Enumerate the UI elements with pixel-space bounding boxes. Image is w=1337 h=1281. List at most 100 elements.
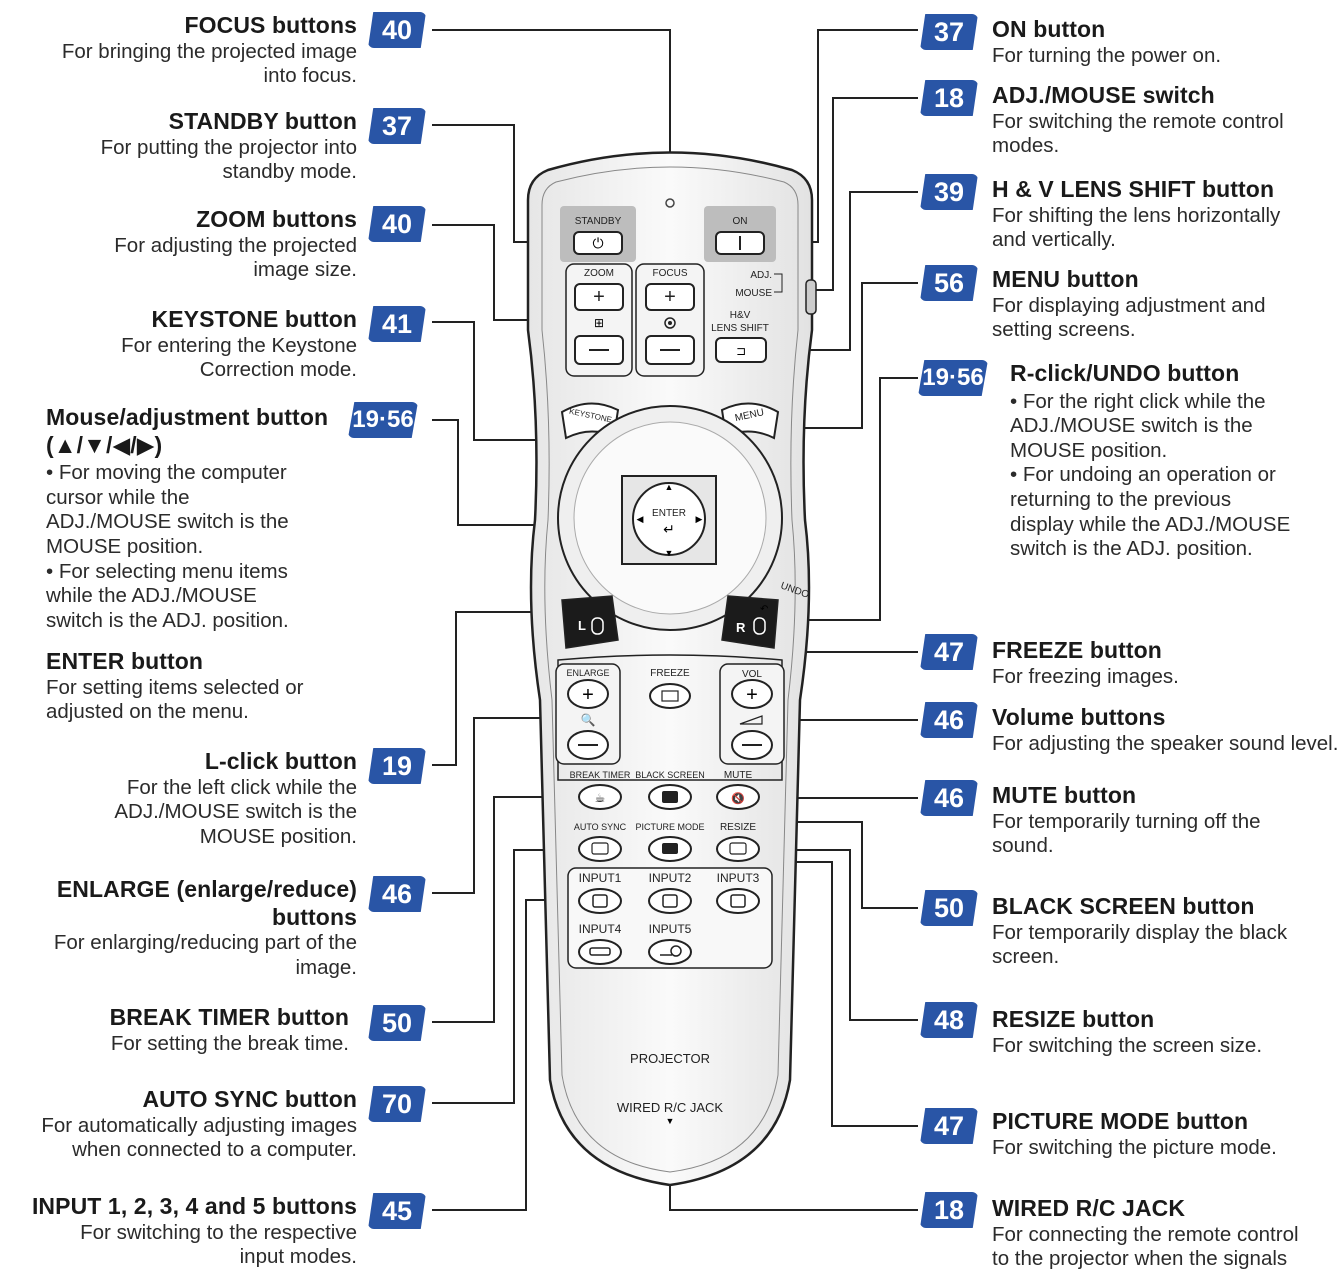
callout-title: AUTO SYNC button [142,1086,357,1112]
remote-lensshift-label: LENS SHIFT [711,323,769,334]
remote-resize-button[interactable] [716,836,760,862]
power-icon: ⏻ [592,235,603,251]
svg-text:▶: ▶ [696,514,703,524]
callout-description: For adjusting the speaker sound level. [992,732,1337,757]
remote-lensshift-button[interactable] [715,337,767,363]
remote-input3-button[interactable] [716,888,760,914]
auto-sync-icon [591,842,609,855]
input4-icon [589,947,611,956]
remote-rclick-button[interactable] [721,595,779,649]
remote-input3-label: INPUT3 [717,871,760,885]
remote-lclick-button[interactable] [561,595,619,649]
page-ref-badge: 18 [920,1192,978,1228]
leader-keystone [432,321,560,441]
leader-breaktimer [432,796,580,1023]
remote-focus-plus[interactable] [645,283,695,311]
mute-icon: 🔇 [731,792,745,805]
bullet-line: ADJ./MOUSE switch is the [46,510,289,534]
undo-icon: ↶ [760,604,768,615]
remote-enlarge-plus[interactable] [567,679,609,709]
callout-description: For switching the screen size. [992,1034,1262,1059]
callout-title: MENU button [992,266,1139,292]
remote-breaktimer-button[interactable] [578,784,622,810]
callout-description: For freezing images. [992,665,1179,690]
bullet-item: • For moving the computer cursor while t… [46,461,328,559]
remote-input4-button[interactable] [578,939,622,965]
remote-freeze-button[interactable] [649,683,691,709]
bullet-line: ADJ./MOUSE switch is the [1010,414,1253,438]
remote-input2-button[interactable] [648,888,692,914]
freeze-icon [661,690,679,702]
page-ref-badge: 19 [368,748,426,784]
description-line: For switching the picture mode. [992,1135,1277,1159]
remote-mute-button[interactable] [716,784,760,810]
remote-freeze-label: FREEZE [650,668,690,679]
callout-title: R-click/UNDO button [1010,360,1240,386]
callout-title-cont: buttons [271,903,357,930]
callout-title: Mouse/adjustment button [46,404,329,430]
description-line: For the left click while the [126,775,357,799]
page-ref-badge: 37 [368,108,426,144]
callout-title: WIRED R/C JACK [992,1195,1186,1221]
magnify-icon: 🔍 [581,712,596,727]
svg-text:+: + [746,684,758,706]
page-ref-badge: 50 [920,890,978,926]
remote-vol-label: VOL [742,669,762,680]
callout-title: L-click button [204,748,357,774]
description-line: For connecting the remote control [992,1222,1299,1246]
callout-title: ENLARGE (enlarge/reduce) [56,876,357,902]
page-ref-badge: 39 [920,174,978,210]
remote-autosync-button[interactable] [578,836,622,862]
remote-vol-plus[interactable] [731,679,773,709]
leader-rclick [770,377,918,621]
bullet-line: • For selecting menu items [46,559,288,583]
remote-focus-label: FOCUS [653,268,688,279]
page-ref-badge: 48 [920,1002,978,1038]
leader-resize [762,849,918,1021]
remote-standby-button[interactable] [573,231,623,255]
mouse-right-icon [753,617,766,635]
enter-icon: ↵ [663,521,675,537]
leader-enlarge [432,717,560,894]
remote-resize-label: RESIZE [720,822,756,833]
bullet-line: • For moving the computer [46,461,287,485]
page-ref-badge: 37 [920,14,978,50]
svg-text:▲: ▲ [665,482,674,492]
description-line: modes. [992,134,1060,158]
remote-input5-button[interactable] [648,939,692,965]
focus-icon [664,317,676,329]
black-screen-icon [662,791,678,803]
description-line: For putting the projector into [100,135,357,159]
description-line: image size. [253,258,357,282]
adj-mouse-switch[interactable] [805,279,817,315]
mouse-left-icon [591,617,604,635]
callout-title: PICTURE MODE button [992,1108,1249,1134]
remote-input1-button[interactable] [578,888,622,914]
input5-icon [670,945,682,957]
bullet-line: • For undoing an operation or [1010,463,1276,487]
description-line: For switching the screen size. [992,1033,1263,1057]
callout-mouse-adjustment-button: Mouse/adjustment button(▲/▼/◀/▶)• For mo… [46,404,328,633]
remote-mouse-label: MOUSE [735,288,772,299]
page-ref-badge: 47 [920,1108,978,1144]
zoom-icon: ⊞ [594,316,604,330]
remote-zoom-plus[interactable] [574,283,624,311]
